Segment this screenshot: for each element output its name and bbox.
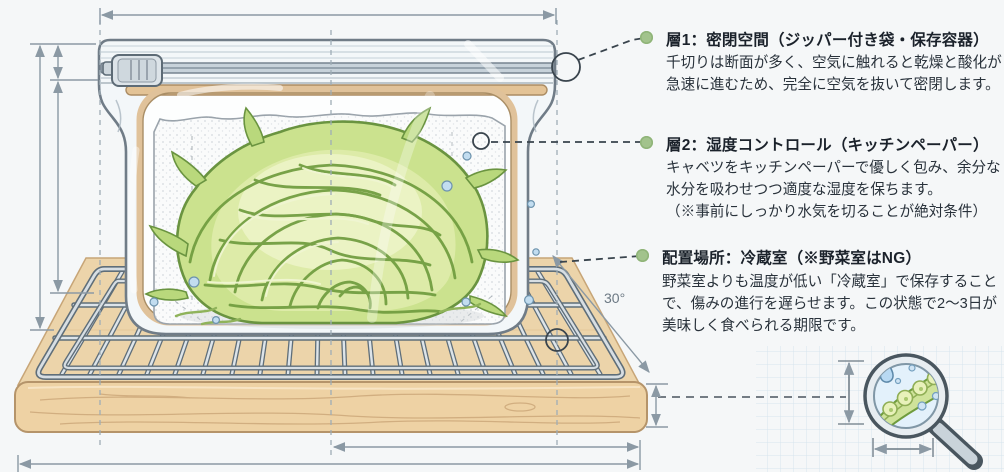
annotation-body: 千切りは断面が多く、空気に触れると乾燥と酸化が急速に進むため、完全に空気を抜いて…	[666, 55, 1002, 93]
annotation-body: キャベツをキッチンペーパーで優しく包み、余分な水分を吸わせつつ適度な湿度を保ちま…	[666, 160, 1001, 220]
leader-line-1	[577, 37, 645, 61]
bullet-icon	[640, 136, 653, 149]
angle-label: 30°	[604, 290, 625, 306]
zipper-slider	[102, 54, 163, 87]
callout-circle-layer1	[551, 52, 581, 82]
callout-circle-rack	[545, 328, 569, 352]
magnifying-glass-icon	[863, 353, 983, 470]
leader-line-3	[559, 255, 641, 263]
annotation-body: 野菜室よりも温度が低い「冷蔵室」で保存することで、傷みの進行を遅らせます。この状…	[662, 274, 998, 334]
bullet-icon	[640, 31, 653, 44]
annotation-title: 層2：湿度コントロール（キッチンペーパー）	[666, 137, 989, 154]
cabbage-edge-shreds	[144, 106, 520, 318]
bullet-icon	[636, 249, 649, 262]
callout-circle-layer2	[472, 132, 490, 150]
wood-grain	[29, 393, 641, 425]
zipper-band	[100, 45, 554, 84]
annotation-title: 層1：密閉空間（ジッパー付き袋・保存容器）	[666, 32, 989, 49]
storage-bag	[97, 38, 557, 336]
dimension-lines	[17, 8, 668, 472]
cabbage-strands	[188, 163, 474, 314]
annotation-title: 配置場所：冷蔵室（※野菜室はNG）	[662, 250, 922, 267]
bag-highlights	[127, 40, 504, 323]
water-droplets	[149, 151, 540, 325]
magnifier-inset	[658, 346, 1004, 472]
shredded-cabbage	[144, 106, 520, 329]
